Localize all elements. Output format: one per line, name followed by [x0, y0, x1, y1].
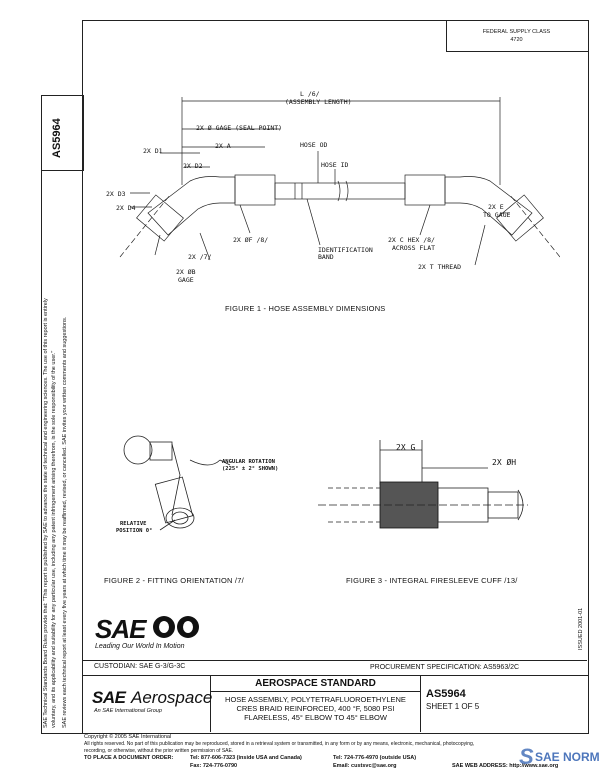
- figure3-drawing: [318, 440, 528, 529]
- fig3-h: 2X ØH: [492, 458, 517, 467]
- figure2-caption: FIGURE 2 - FITTING ORIENTATION /7/: [104, 576, 244, 585]
- title-number: AS5964: [426, 688, 466, 700]
- label-b: 2X ØB: [176, 268, 196, 276]
- footer-copyright: Copyright © 2005 SAE International: [84, 734, 172, 740]
- sae-tagline: Leading Our World In Motion: [95, 643, 185, 650]
- label-hose-id: HOSE ID: [321, 161, 349, 169]
- brand-aerospace: Aerospace: [131, 688, 213, 707]
- label-a: 2X A: [215, 142, 231, 150]
- label-d4: 2X D4: [116, 204, 136, 212]
- label-length-sub: (ASSEMBLY LENGTH): [285, 98, 352, 106]
- label-c-hex: 2X C HEX /8/: [388, 236, 435, 244]
- title-desc-3: FLARELESS, 45° ELBOW TO 45° ELBOW: [244, 713, 387, 722]
- title-divider-h: [210, 691, 421, 692]
- label-gage: 2X Ø GAGE (SEAL POINT): [196, 124, 283, 132]
- title-desc-1: HOSE ASSEMBLY, POLYTETRAFLUOROETHYLENE: [225, 695, 406, 704]
- watermark: SAE NORM: [535, 750, 600, 764]
- title-sheet: SHEET 1 OF 5: [426, 702, 480, 711]
- brand-sub: An SAE International Group: [94, 708, 162, 714]
- fed-supply-box: [446, 20, 589, 52]
- label-d2: 2X D2: [183, 162, 203, 170]
- watermark-icon: S: [519, 744, 534, 769]
- figure3-caption: FIGURE 3 - INTEGRAL FIRESLEEVE CUFF /13/: [346, 576, 518, 585]
- title-desc-2: CRES BRAID REINFORCED, 400 °F, 5080 PSI: [236, 704, 395, 713]
- label-to-gage: TO GAGE: [483, 211, 511, 219]
- issued-date: ISSUED 2001-01: [578, 607, 584, 650]
- brand-sae: SAE: [92, 688, 126, 707]
- custodian: CUSTODIAN: SAE G-3/G-3C: [94, 663, 186, 670]
- sae-100-logo: SAE: [95, 612, 215, 646]
- title-divider-2: [420, 675, 421, 732]
- label-d1: 2X D1: [143, 147, 163, 155]
- title-standard: AEROSPACE STANDARD: [255, 678, 376, 689]
- fig2-angular: ANGULAR ROTATION: [222, 459, 275, 465]
- label-gage2: GAGE: [178, 276, 194, 284]
- label-across-flat: ACROSS FLAT: [392, 244, 436, 252]
- footer-fax: Fax: 724-776-0790: [190, 763, 238, 769]
- footer-web: SAE WEB ADDRESS: http://www.sae.org: [452, 763, 559, 769]
- label-f: 2X ØF /8/: [233, 236, 269, 244]
- side-note-3: SAE reviews each technical report at lea…: [62, 316, 68, 728]
- footer-rights-2: recording, or otherwise, without the pri…: [84, 748, 234, 754]
- label-ident: IDENTIFICATION: [318, 246, 373, 254]
- procurement: PROCUREMENT SPECIFICATION: AS5963/2C: [370, 664, 520, 671]
- title-divider-1: [210, 675, 211, 732]
- fed-supply-line1: FEDERAL SUPPLY CLASS: [482, 29, 551, 35]
- label-x7: 2X /7/: [188, 253, 212, 261]
- label-length: L /6/: [300, 90, 320, 98]
- footer-tel1: Tel: 877-606-7323 (inside USA and Canada…: [190, 755, 302, 761]
- figure1-drawing: [119, 97, 560, 266]
- label-band: BAND: [318, 253, 334, 261]
- figure2-drawing: [123, 435, 231, 531]
- footer-order-label: TO PLACE A DOCUMENT ORDER:: [84, 755, 174, 761]
- fig2-position: POSITION 0°: [116, 528, 153, 534]
- fig2-relative: RELATIVE: [120, 521, 147, 527]
- footer-tel2: Tel: 724-776-4970 (outside USA): [333, 755, 417, 761]
- side-doc-number: AS5964: [51, 118, 63, 158]
- custodian-row: [82, 660, 587, 675]
- label-d3: 2X D3: [106, 190, 126, 198]
- footer-email: Email: custsvc@sae.org: [333, 763, 397, 769]
- footer-rights: All rights reserved. No part of this pub…: [84, 741, 475, 747]
- fig2-angular-sub: (225° ± 2° SHOWN): [222, 466, 279, 472]
- side-note-2: voluntary, and its applicability and sui…: [51, 350, 57, 728]
- side-note-1: SAE Technical Standards Board Rules prov…: [43, 298, 49, 728]
- title-block: [82, 675, 589, 734]
- doc-number-box: [41, 95, 84, 171]
- label-hose-od: HOSE OD: [300, 141, 328, 149]
- label-e: 2X E: [488, 203, 504, 211]
- figure1-caption: FIGURE 1 - HOSE ASSEMBLY DIMENSIONS: [225, 304, 386, 313]
- fed-supply-line2: 4720: [510, 37, 523, 43]
- label-thread: 2X T THREAD: [418, 263, 462, 271]
- fig3-g: 2X G: [396, 443, 416, 452]
